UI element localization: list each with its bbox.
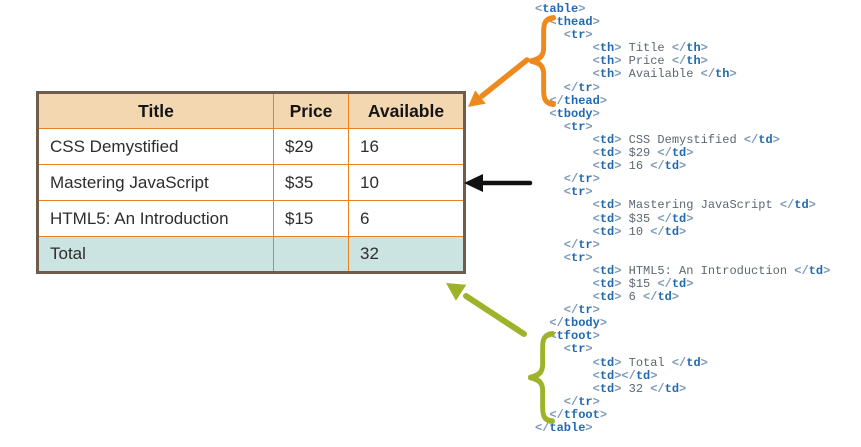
code-line: <th> Price </th> (592, 54, 708, 69)
col-header-available: Available (348, 92, 465, 129)
tfoot-arrow (446, 283, 527, 337)
code-line: <tbody> (549, 106, 600, 121)
code-line: <td> CSS Demystified </td> (592, 132, 780, 147)
code-panel: <table><thead><tr><th> Title </th><th> P… (535, 2, 831, 435)
cell-available: 10 (348, 164, 465, 201)
thead-arrow (468, 57, 530, 107)
code-line: <td> 10 </td> (592, 224, 687, 239)
table-header-row: Title Price Available (37, 92, 465, 129)
code-line: <td> $15 </td> (592, 276, 694, 291)
cell-price: $35 (273, 164, 349, 201)
code-line: <tr> (563, 185, 593, 200)
code-line: <th> Available </th> (592, 67, 737, 82)
book-table: Title Price Available CSS Demystified $2… (36, 91, 466, 274)
code-line: </tr> (563, 172, 600, 187)
code-line: <td> $29 </td> (592, 146, 694, 161)
code-line: <td> 16 </td> (592, 159, 687, 174)
code-line: </tr> (563, 237, 600, 252)
code-line: <tr> (563, 119, 593, 134)
tbody-arrow (464, 174, 533, 192)
code-line: <td> Mastering JavaScript </td> (592, 198, 816, 213)
col-header-price: Price (273, 92, 349, 129)
code-line: </tr> (563, 80, 600, 95)
cell-price: $15 (273, 200, 349, 237)
cell-title: Mastering JavaScript (37, 164, 274, 201)
col-header-title: Title (37, 92, 274, 129)
table-row: HTML5: An Introduction $15 6 (37, 200, 465, 237)
code-line: </tr> (563, 394, 600, 409)
cell-available: 6 (348, 200, 465, 237)
table-footer-row: Total 32 (37, 236, 465, 273)
code-line: <tr> (563, 342, 593, 357)
code-line: </table> (535, 421, 593, 435)
cell-price: $29 (273, 128, 349, 165)
code-line: <th> Title </th> (592, 41, 708, 56)
cell-available: 16 (348, 128, 465, 165)
code-line: <tr> (563, 28, 593, 43)
table-row: CSS Demystified $29 16 (37, 128, 465, 165)
code-line: <td> 6 </td> (592, 290, 680, 305)
code-line: <td> HTML5: An Introduction </td> (592, 263, 831, 278)
code-line: <td></td> (592, 368, 658, 383)
cell-total-label: Total (37, 236, 274, 273)
code-line: <tr> (563, 250, 593, 265)
code-line: <td> 32 </td> (592, 381, 687, 396)
code-line: <table> (535, 2, 586, 16)
cell-title: HTML5: An Introduction (37, 200, 274, 237)
cell-total-empty (273, 236, 349, 273)
code-line: <td> $35 </td> (592, 211, 694, 226)
code-line: </tbody> (549, 316, 608, 331)
cell-title: CSS Demystified (37, 128, 274, 165)
code-line: </tr> (563, 303, 600, 318)
cell-total-value: 32 (348, 236, 465, 273)
table-row: Mastering JavaScript $35 10 (37, 164, 465, 201)
code-line: <td> Total </td> (592, 355, 708, 370)
